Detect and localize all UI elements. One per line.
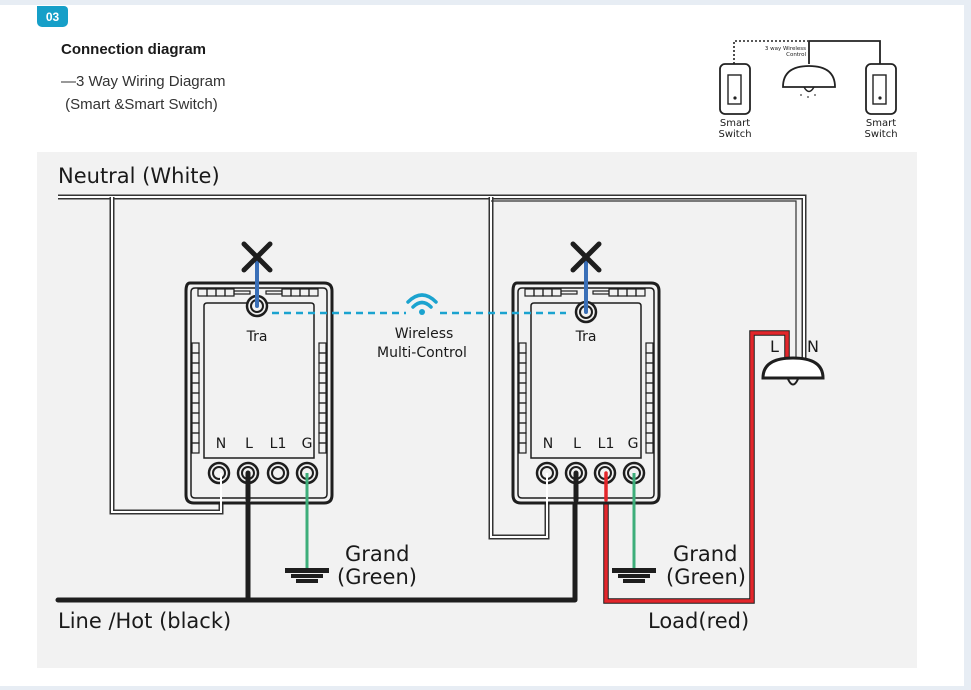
- terminal-label-l1: L1: [598, 436, 615, 452]
- terminal-label-l: L: [245, 436, 253, 452]
- ground-symbol-2: [612, 568, 656, 583]
- terminal-label-g: G: [628, 436, 639, 452]
- terminal-l1-1: [266, 461, 290, 485]
- mini-lamp-icon: [782, 65, 836, 98]
- mini-right-switch-label: Switch: [864, 129, 897, 140]
- section-title: Connection diagram: [61, 41, 207, 58]
- mini-right-switch-label: Smart: [866, 118, 896, 129]
- ground-label: Grand: [673, 542, 737, 566]
- mini-right-switch: [865, 63, 897, 115]
- top-border: [0, 0, 966, 5]
- terminal-label-tra: Tra: [575, 329, 597, 345]
- bottom-border: [0, 686, 971, 690]
- ground-label: (Green): [666, 565, 746, 589]
- wiring-diagram-panel: [37, 152, 917, 668]
- ground-label: Grand: [345, 542, 409, 566]
- lamp-terminal-l: L: [770, 337, 779, 356]
- terminal-label-tra: Tra: [246, 329, 268, 345]
- mini-wireless-link: [733, 40, 808, 64]
- section-number-badge: 03: [37, 6, 68, 27]
- mini-left-switch-label: Smart: [720, 118, 750, 129]
- cap-off-x-icon: [570, 241, 602, 273]
- wireless-label: Multi-Control: [377, 345, 467, 361]
- mini-wireless-label: Control: [786, 52, 806, 58]
- lamp-terminal-n: N: [807, 337, 819, 356]
- terminal-label-n: N: [543, 436, 553, 452]
- mini-wire: [808, 40, 881, 64]
- terminal-label-l1: L1: [270, 436, 287, 452]
- ground-label: (Green): [337, 565, 417, 589]
- neutral-label: Neutral (White): [58, 164, 220, 188]
- terminal-n-1: [207, 461, 231, 485]
- mini-wireless-label: 3 way Wireless: [765, 46, 806, 52]
- terminal-label-l: L: [573, 436, 581, 452]
- neutral-wire: [58, 194, 807, 540]
- line-hot-label: Line /Hot (black): [58, 609, 231, 633]
- mini-overview-diagram: 3 way Wireless Control Smart Switch Smar…: [718, 40, 898, 140]
- mini-left-switch-label: Switch: [718, 129, 751, 140]
- right-border: [964, 0, 971, 690]
- wireless-label: Wireless: [395, 326, 454, 342]
- load-wire: [603, 330, 790, 604]
- subtitle-line: —3 Way Wiring Diagram: [61, 73, 226, 90]
- load-label: Load(red): [648, 609, 749, 633]
- subtitle-line: (Smart &Smart Switch): [61, 96, 218, 113]
- ground-symbol-1: [285, 568, 329, 583]
- terminal-label-n: N: [216, 436, 226, 452]
- lamp-icon: [761, 356, 825, 386]
- mini-left-switch: [719, 63, 751, 115]
- cap-off-x-icon: [241, 241, 273, 273]
- terminal-label-g: G: [302, 436, 313, 452]
- section-subtitle: —3 Way Wiring Diagram (Smart &Smart Swit…: [61, 70, 225, 116]
- wifi-icon: [406, 293, 438, 319]
